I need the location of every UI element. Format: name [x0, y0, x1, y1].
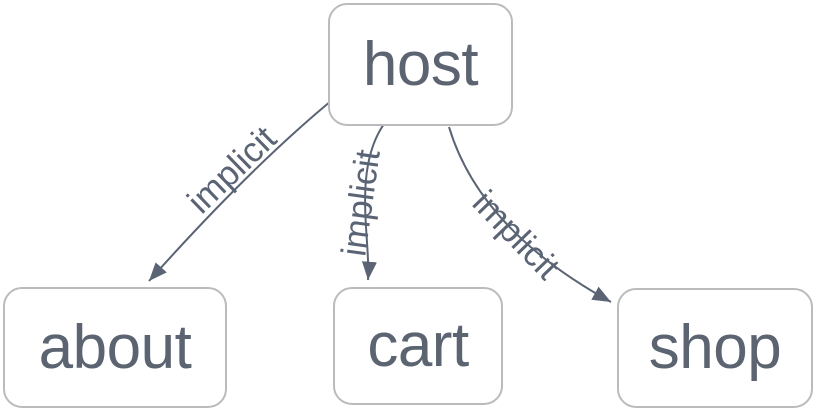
- edge-line-host-cart[interactable]: [361, 123, 385, 281]
- edge-host-shop: implicit: [448, 126, 612, 303]
- node-label-host: host: [362, 29, 479, 99]
- node-shop[interactable]: shop: [617, 288, 813, 408]
- edge-host-about: implicit: [148, 100, 332, 282]
- node-cart[interactable]: cart: [333, 287, 503, 405]
- node-label-about: about: [38, 312, 192, 382]
- node-host[interactable]: host: [328, 3, 513, 126]
- edge-host-cart: implicit: [334, 123, 388, 281]
- edge-line-host-shop[interactable]: [448, 126, 612, 303]
- node-about[interactable]: about: [3, 287, 227, 408]
- node-label-cart: cart: [367, 311, 469, 380]
- edge-label-host-cart: implicit: [334, 147, 388, 259]
- edge-label-host-about: implicit: [180, 119, 284, 222]
- edge-label-host-shop: implicit: [465, 183, 568, 287]
- edge-line-host-about[interactable]: [148, 100, 332, 282]
- node-label-shop: shop: [648, 313, 782, 382]
